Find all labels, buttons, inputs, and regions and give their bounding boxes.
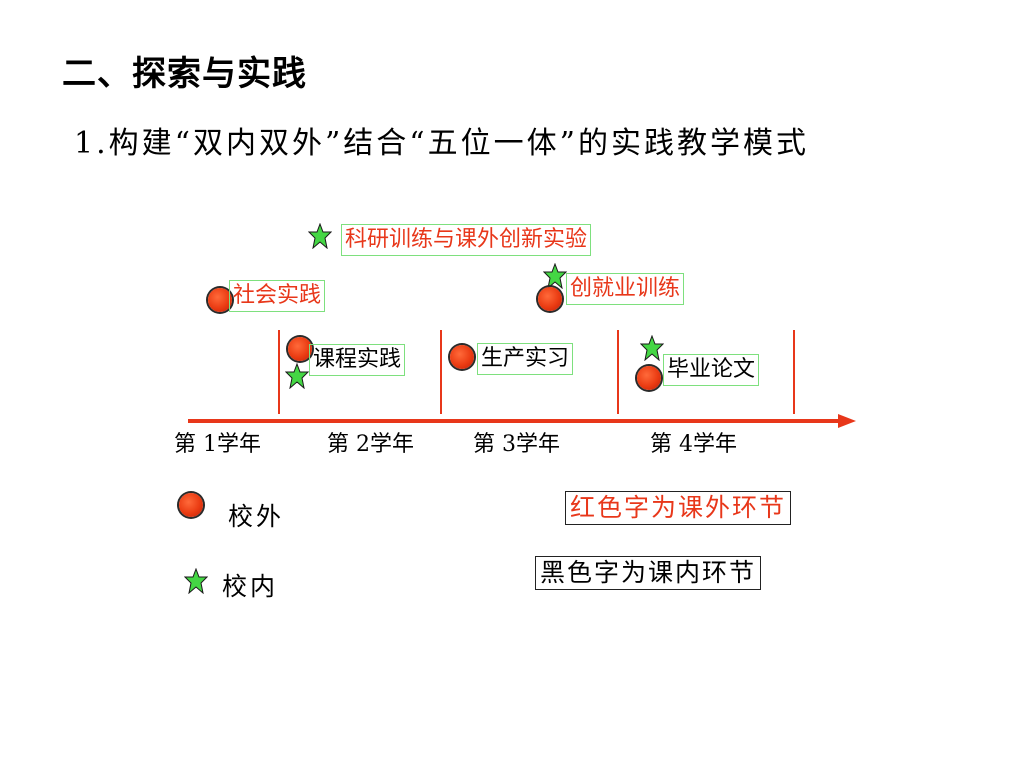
timeline-arrowhead	[838, 414, 856, 428]
activity-research: 科研训练与课外创新实验	[341, 224, 592, 256]
legend-outside-label: 校外	[228, 502, 285, 531]
activity-production: 生产实习	[477, 343, 574, 375]
green-star-icon	[308, 223, 332, 249]
activity-social: 社会实践	[229, 280, 326, 312]
green-star-icon	[543, 263, 567, 289]
red-circle-icon	[637, 366, 661, 390]
red-circle-icon	[538, 287, 562, 311]
red-circle-icon	[288, 337, 312, 361]
year-2-label: 第 2学年	[327, 432, 414, 457]
green-star-icon	[640, 335, 664, 361]
activity-employment: 创就业训练	[566, 273, 685, 305]
green-star-icon	[285, 363, 309, 389]
year-3-label: 第 3学年	[473, 432, 560, 457]
red-circle-icon	[208, 288, 232, 312]
page-title: 二、探索与实践	[62, 54, 307, 94]
legend-black-note: 黑色字为课内环节	[535, 556, 762, 590]
activity-course: 课程实践	[309, 344, 406, 376]
year-1-label: 第 1学年	[174, 432, 261, 457]
year-4-label: 第 4学年	[650, 432, 737, 457]
legend-red-circle-icon	[179, 493, 203, 517]
red-circle-icon	[450, 345, 474, 369]
legend-inside-label: 校内	[222, 572, 279, 601]
legend-red-note: 红色字为课外环节	[565, 491, 792, 525]
page-subtitle: 1.构建“双内双外”结合“五位一体”的实践教学模式	[74, 126, 809, 161]
activity-thesis: 毕业论文	[663, 354, 760, 386]
legend-green-star-icon	[184, 568, 208, 594]
